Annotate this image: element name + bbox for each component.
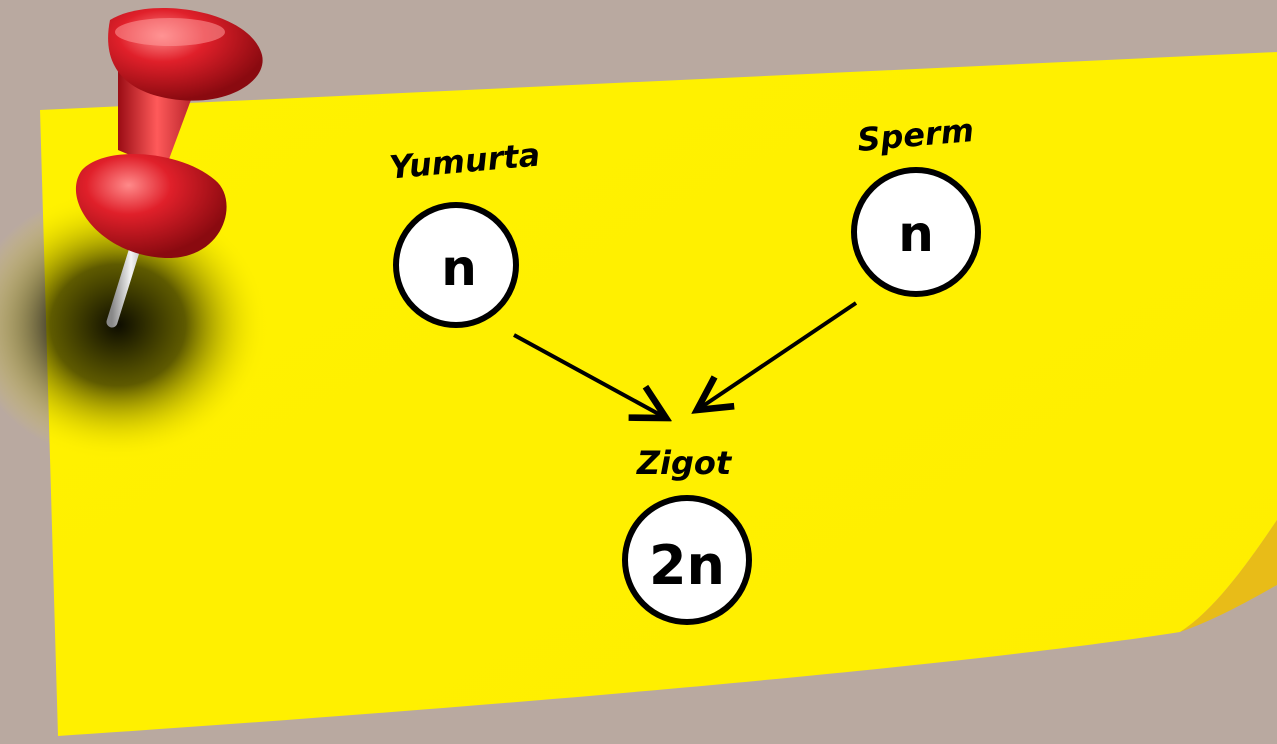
- egg-ploidy: n: [441, 239, 477, 297]
- sperm-ploidy: n: [898, 205, 934, 263]
- note-curl: [1180, 520, 1277, 632]
- arrow-egg-to-zygote: [513, 333, 666, 418]
- egg-cell: [393, 202, 519, 328]
- pin-shadow: [0, 190, 268, 460]
- arrow-sperm-to-zygote: [697, 301, 858, 410]
- sperm-cell: [851, 167, 981, 297]
- zygote-ploidy: 2n: [649, 534, 725, 597]
- zygote-cell: [622, 495, 752, 625]
- zygote-label: Zigot: [636, 444, 733, 482]
- push-pin-icon: [75, 7, 263, 328]
